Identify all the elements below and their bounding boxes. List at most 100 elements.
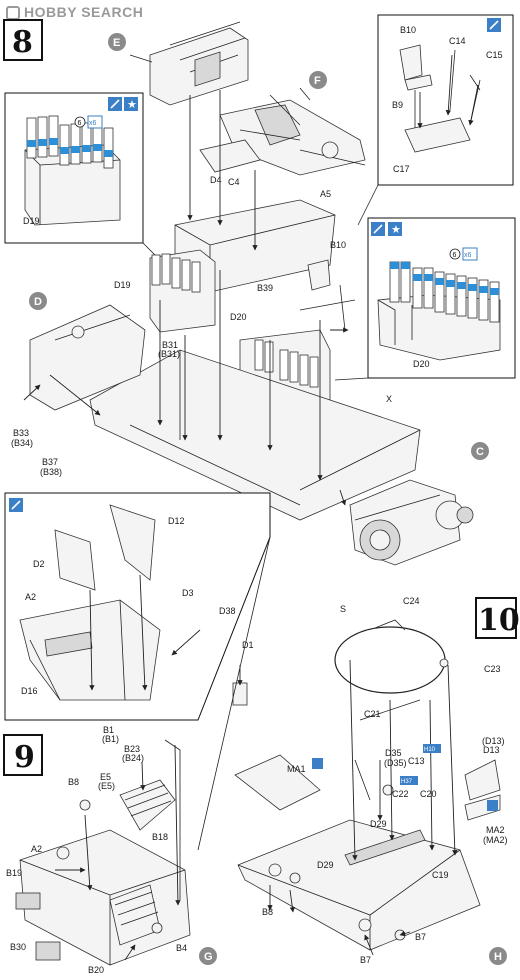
callout-D20: ★ [334,217,516,381]
svg-text:(MA2): (MA2) [483,835,508,845]
svg-text:G: G [204,951,213,963]
svg-text:MA1: MA1 [287,764,306,774]
svg-text:B30: B30 [10,942,26,952]
callout-rear-plates: D12 D2 D3 A2 D38 D1 D16 [4,492,271,721]
svg-text:C17: C17 [393,164,410,174]
svg-text:D29: D29 [370,819,387,829]
svg-text:D16: D16 [21,686,38,696]
svg-text:B1: B1 [103,725,114,735]
svg-text:D19: D19 [23,216,40,226]
bag-H-marker: H [489,947,507,965]
svg-text:(D35): (D35) [384,758,407,768]
svg-text:F: F [314,75,321,87]
svg-text:C19: C19 [432,870,449,880]
watermark-text: HOBBY SEARCH [24,4,144,20]
svg-text:D20: D20 [413,359,430,369]
star-icon [388,222,402,236]
svg-text:D20: D20 [230,312,247,322]
svg-text:D38: D38 [219,606,236,616]
svg-text:A5: A5 [320,189,331,199]
bag-F-marker: F [309,71,327,89]
svg-text:(E5): (E5) [98,781,115,791]
svg-text:A2: A2 [31,844,42,854]
shell-rack [24,115,121,226]
svg-text:B8: B8 [68,777,79,787]
step-10-box: 10 [475,597,520,639]
bag-C-marker: C [471,442,489,460]
svg-text:E: E [113,37,120,49]
svg-text:B8: B8 [262,907,273,917]
svg-text:H10: H10 [424,747,436,753]
svg-text:B20: B20 [88,965,104,975]
svg-text:B7: B7 [360,955,371,965]
svg-text:H: H [494,951,502,963]
svg-text:D1: D1 [242,640,254,650]
svg-text:B31: B31 [162,340,178,350]
svg-text:(B34): (B34) [11,438,33,448]
part-F-gun [199,87,366,176]
svg-text:S: S [340,604,346,614]
svg-text:D29: D29 [317,860,334,870]
svg-text:B7: B7 [415,932,426,942]
svg-text:C21: C21 [364,709,381,719]
svg-text:B33: B33 [13,428,29,438]
svg-text:B10: B10 [330,240,346,250]
svg-text:B4: B4 [176,943,187,953]
svg-text:C13: C13 [408,756,425,766]
step-9-box: 9 [3,734,43,776]
svg-text:(D13): (D13) [482,736,505,746]
svg-text:(B31): (B31) [158,349,180,359]
callout-D19: ★ [4,92,159,259]
svg-text:C14: C14 [449,36,466,46]
svg-text:6: 6 [453,252,457,259]
svg-text:E5: E5 [100,772,111,782]
step-8-number: 8 [12,25,33,60]
svg-text:D4: D4 [210,175,222,185]
svg-text:X: X [386,394,392,404]
svg-text:(B38): (B38) [40,467,62,477]
bag-G-marker: G [199,947,217,965]
svg-text:MA2: MA2 [486,825,505,835]
svg-text:C23: C23 [484,664,501,674]
svg-text:B9: B9 [392,100,403,110]
svg-text:D: D [34,296,42,308]
svg-text:D13: D13 [483,745,500,755]
svg-text:D35: D35 [385,748,402,758]
svg-text:6: 6 [78,120,82,127]
svg-text:B19: B19 [6,868,22,878]
callout-seat [357,14,514,226]
step-9-assembly: B1 (B1) B23 (B24) E5 (E5) B8 B18 A2 B19 … [6,536,271,975]
svg-text:D19: D19 [114,280,131,290]
svg-text:C15: C15 [486,50,503,60]
svg-text:10: 10 [478,603,520,638]
part-E-frame [129,21,249,106]
svg-text:C24: C24 [403,596,420,606]
svg-text:★: ★ [391,224,401,236]
paint-drop-icon [487,800,498,811]
paint-drop-icon [312,758,323,769]
svg-text:(B24): (B24) [122,753,144,763]
step-8-box: 8 [3,19,43,61]
svg-text:C22: C22 [392,789,409,799]
svg-text:A2: A2 [25,592,36,602]
bag-E-marker: E [108,33,126,51]
svg-text:D12: D12 [168,516,185,526]
svg-text:C20: C20 [420,789,437,799]
svg-text:B37: B37 [42,457,58,467]
svg-text:x6: x6 [464,252,472,259]
star-icon [124,97,138,111]
svg-text:★: ★ [127,99,137,111]
svg-text:D3: D3 [182,588,194,598]
svg-text:B18: B18 [152,832,168,842]
svg-text:(B1): (B1) [102,734,119,744]
svg-text:x6: x6 [89,120,97,127]
svg-text:B23: B23 [124,744,140,754]
svg-text:H37: H37 [401,779,413,785]
shell-rack-D20 [377,261,501,361]
svg-text:B10: B10 [400,25,416,35]
step-8-labels: B10 B9 C14 C15 C17 D19 D19 D4 C4 A5 B10 … [11,25,503,477]
quantity-badge: 6 x6 6 x6 [74,115,478,261]
svg-text:C: C [476,446,484,458]
svg-text:C4: C4 [228,177,240,187]
